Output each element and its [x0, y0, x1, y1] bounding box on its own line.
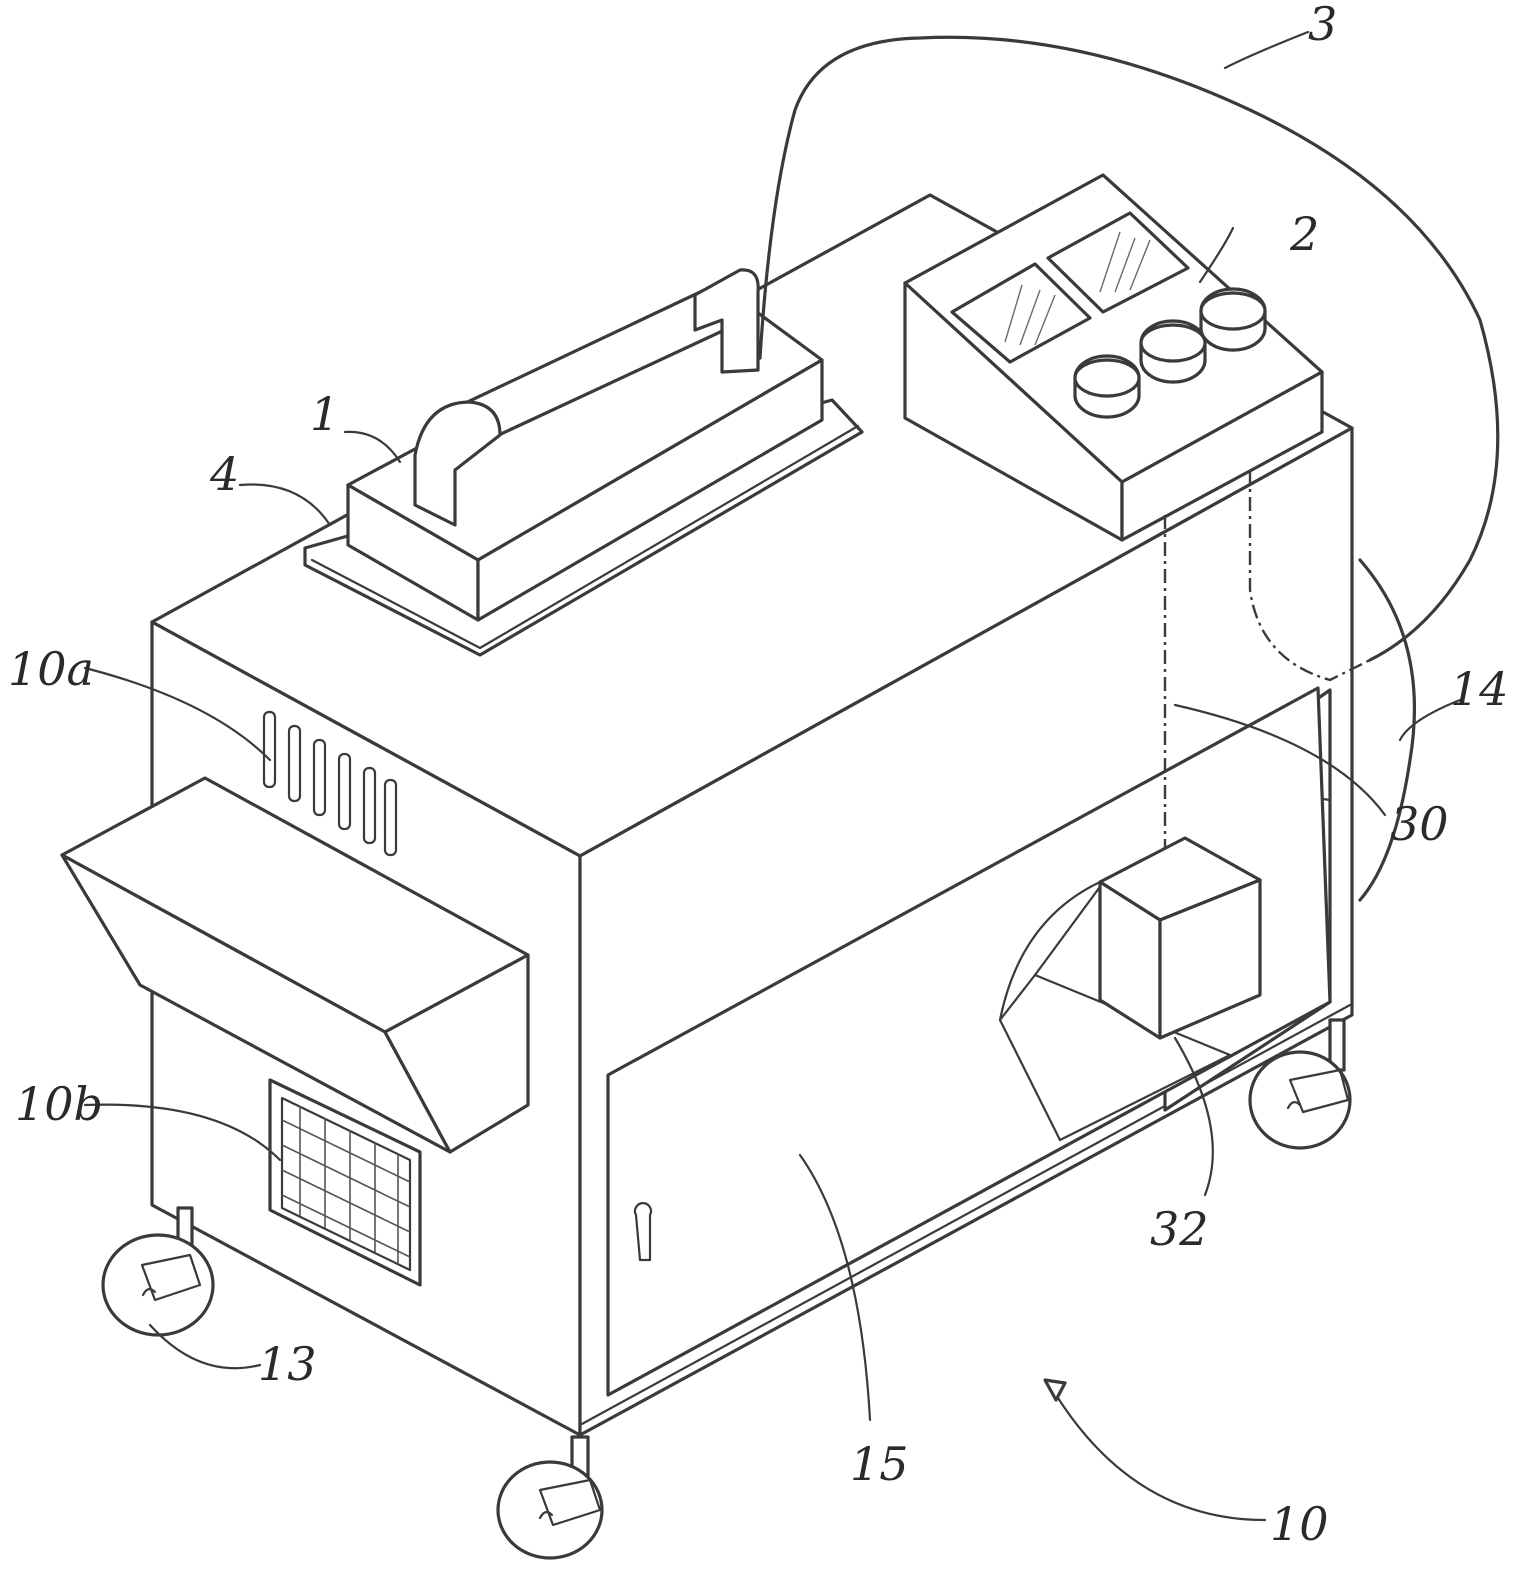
label-10a: 10a [8, 642, 94, 696]
label-3: 3 [1308, 0, 1337, 51]
label-10b: 10b [15, 1077, 103, 1131]
label-13: 13 [258, 1337, 317, 1391]
label-1: 1 [310, 387, 339, 441]
caster-wheel-front-center [498, 1437, 602, 1558]
label-14: 14 [1450, 662, 1509, 716]
knob-1[interactable] [1075, 356, 1139, 417]
label-10: 10 [1270, 1497, 1329, 1551]
label-2: 2 [1289, 207, 1319, 261]
label-15: 15 [850, 1437, 909, 1491]
label-30: 30 [1390, 797, 1449, 851]
label-32: 32 [1150, 1202, 1209, 1256]
knob-3[interactable] [1201, 289, 1265, 350]
knob-2[interactable] [1141, 321, 1205, 382]
label-4: 4 [209, 447, 239, 501]
